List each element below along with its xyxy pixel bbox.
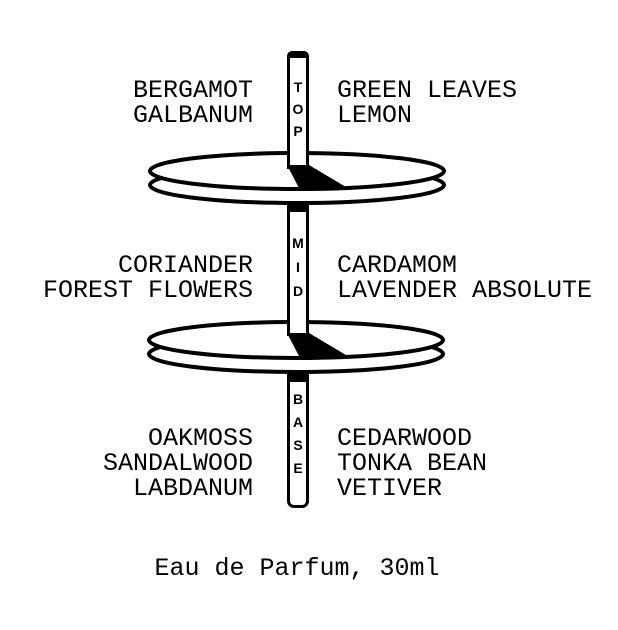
- note: LEMON: [337, 101, 413, 130]
- base-tier-left-notes: OAKMOSS SANDALWOOD LABDANUM: [0, 426, 253, 501]
- note: FOREST FLOWERS: [42, 276, 253, 305]
- note: LAVENDER ABSOLUTE: [337, 276, 593, 305]
- pole-mid-segment: [287, 201, 309, 336]
- note: CORIANDER: [117, 251, 253, 280]
- note: GALBANUM: [132, 101, 253, 130]
- note: CARDAMOM: [337, 251, 458, 280]
- tier-label-base: B A S E: [292, 391, 304, 476]
- base-tier-right-notes: CEDARWOOD TONKA BEAN VETIVER: [337, 426, 487, 501]
- note: TONKA BEAN: [337, 449, 488, 478]
- disc2-pole-shadow: [287, 333, 351, 358]
- note: GREEN LEAVES: [337, 76, 518, 105]
- product-caption: Eau de Parfum, 30ml: [154, 554, 440, 583]
- pole-base-segment: [287, 371, 309, 508]
- note: SANDALWOOD: [102, 449, 253, 478]
- tier-label-top: T O P: [292, 79, 304, 139]
- tier-label-mid: M I D: [292, 235, 304, 299]
- note: VETIVER: [337, 474, 443, 503]
- mid-tier-right-notes: CARDAMOM LAVENDER ABSOLUTE: [337, 253, 592, 303]
- disc1-pole-shadow: [287, 165, 351, 190]
- top-tier-left-notes: BERGAMOT GALBANUM: [0, 78, 253, 128]
- note: LABDANUM: [132, 474, 253, 503]
- note: CEDARWOOD: [337, 424, 473, 453]
- note: BERGAMOT: [132, 76, 253, 105]
- top-tier-right-notes: GREEN LEAVES LEMON: [337, 78, 517, 128]
- pole-top-segment: [287, 51, 309, 169]
- note: OAKMOSS: [147, 424, 253, 453]
- mid-tier-left-notes: CORIANDER FOREST FLOWERS: [0, 253, 253, 303]
